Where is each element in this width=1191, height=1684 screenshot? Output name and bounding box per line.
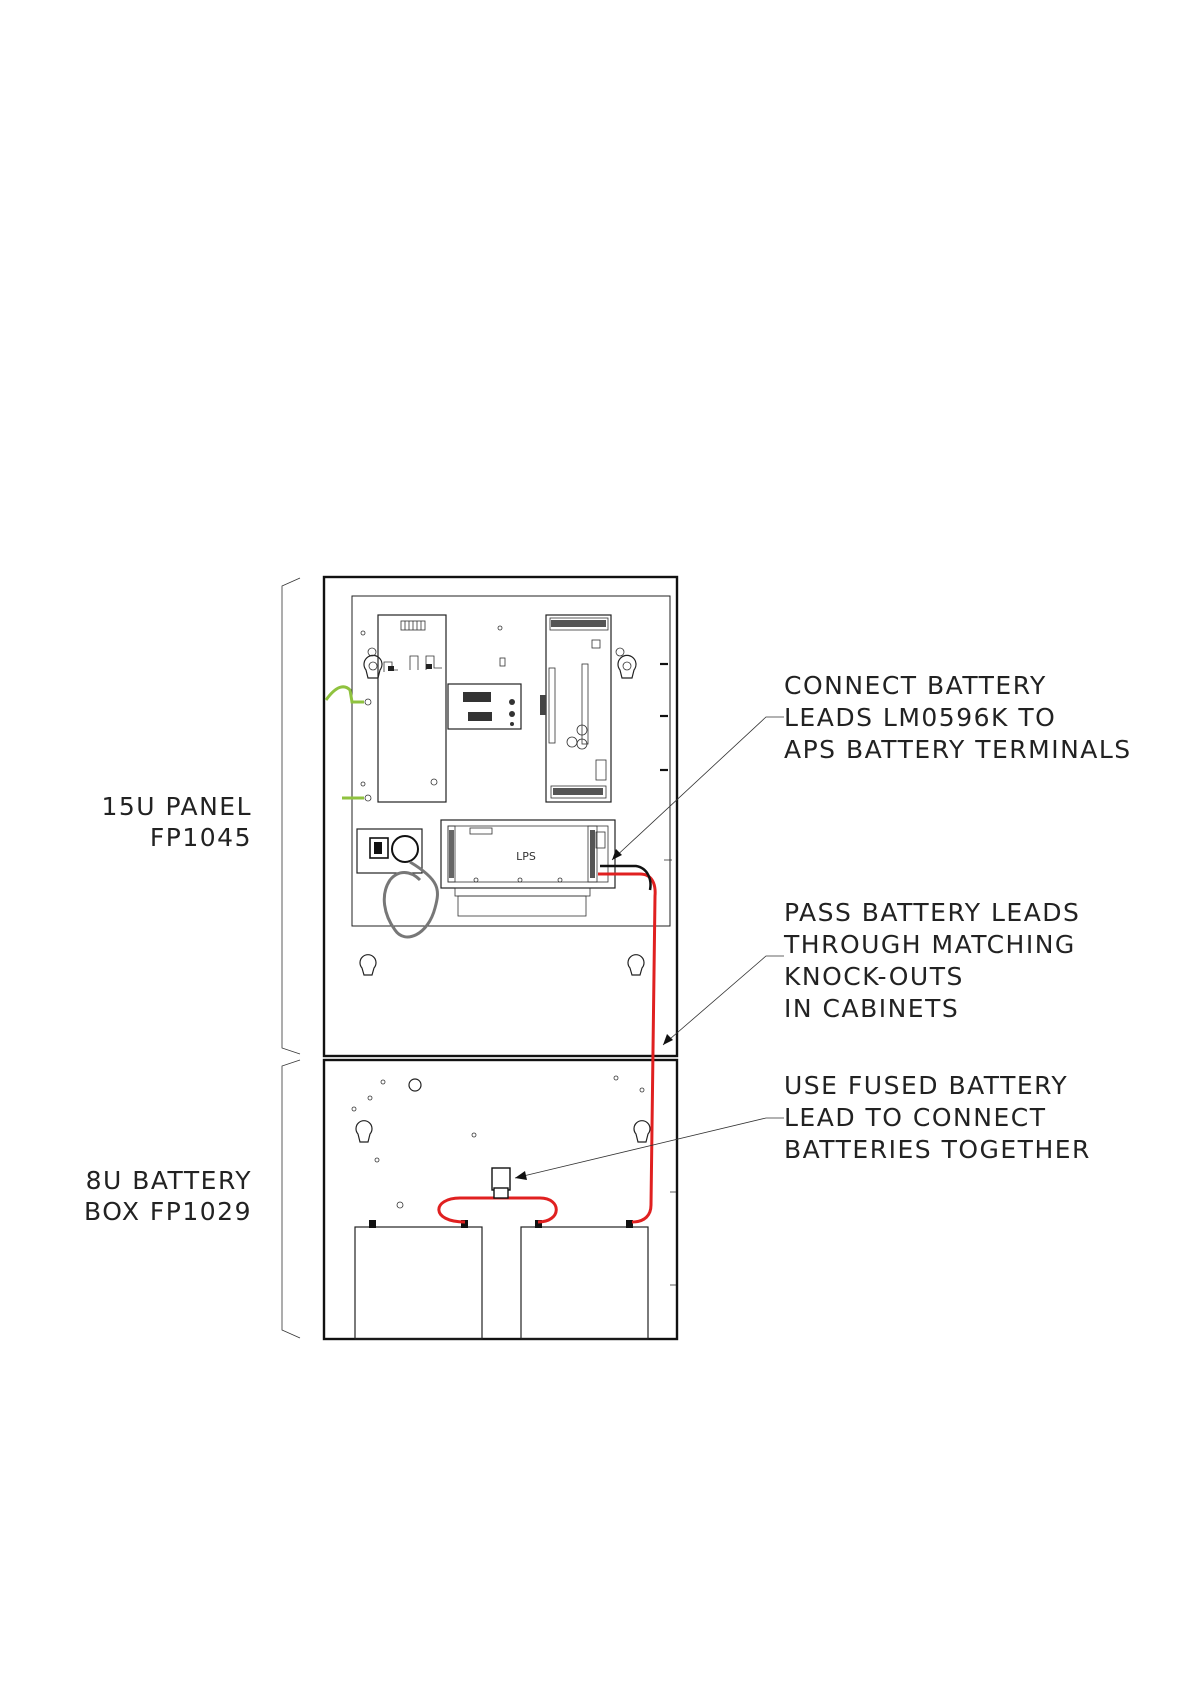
note-fused-line3: BATTERIES TOGETHER	[784, 1135, 1091, 1164]
note-connect-line2: LEADS LM0596K TO	[784, 703, 1056, 732]
note-fused-line2: LEAD TO CONNECT	[784, 1103, 1046, 1132]
battery-box-label-line1: 8U BATTERY	[86, 1166, 252, 1195]
battery-box-label-line2: BOX FP1029	[84, 1197, 252, 1226]
leader-pass	[663, 956, 784, 1045]
note-pass-line3: KNOCK-OUTS	[784, 962, 964, 991]
note-connect-line3: APS BATTERY TERMINALS	[784, 735, 1132, 764]
note-fused-line1: USE FUSED BATTERY	[784, 1071, 1068, 1100]
lps-label: LPS	[516, 850, 536, 863]
note-pass-line1: PASS BATTERY LEADS	[784, 898, 1080, 927]
panel-label-line2: FP1045	[150, 823, 252, 852]
note-connect-line1: CONNECT BATTERY	[784, 671, 1047, 700]
panel-label-line1: 15U PANEL	[101, 792, 252, 821]
battery-box-cabinet	[324, 1060, 677, 1339]
note-pass-line4: IN CABINETS	[784, 994, 959, 1023]
panel-brace	[282, 578, 300, 1054]
note-pass-line2: THROUGH MATCHING	[783, 930, 1076, 959]
panel-cabinet: LPS	[324, 577, 677, 1056]
battery-box-brace	[282, 1060, 300, 1338]
fuse-holder	[492, 1168, 510, 1198]
